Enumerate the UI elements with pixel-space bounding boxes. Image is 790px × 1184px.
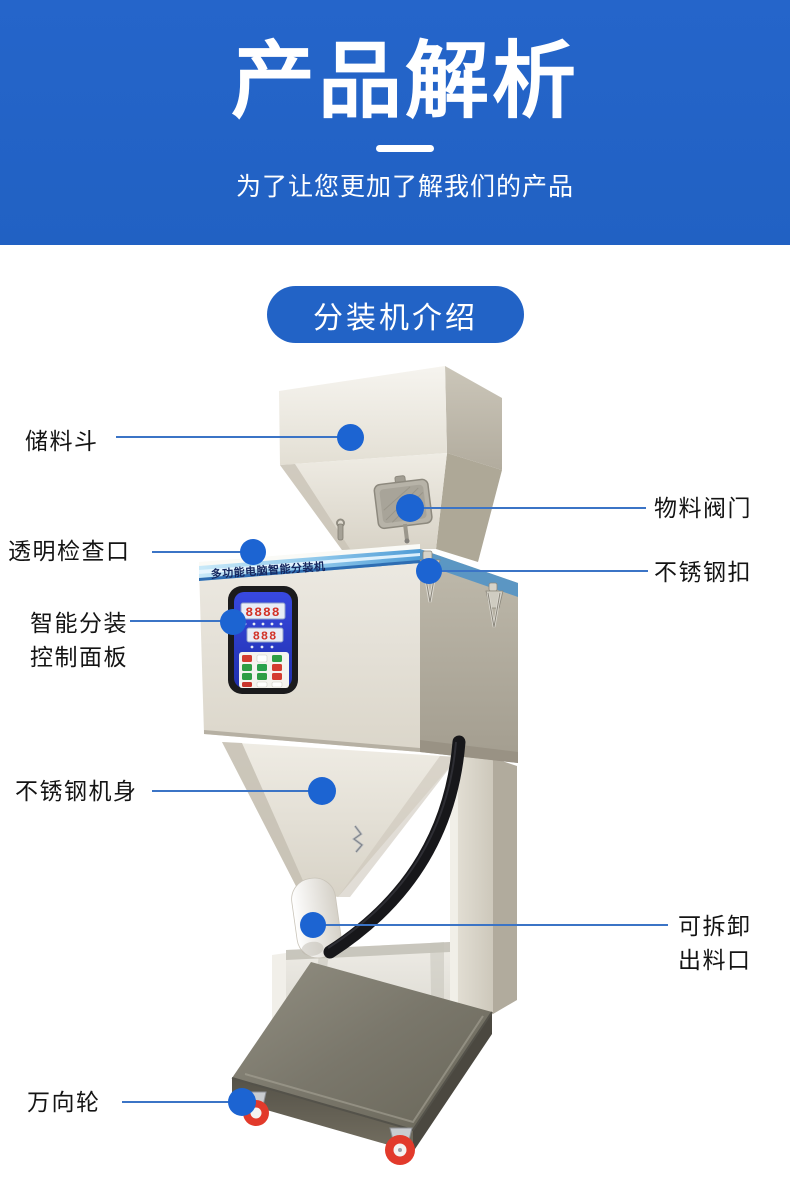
machine-body: 多功能电脑智能分装机 8888 888 xyxy=(199,544,518,763)
callout-line-inspection-window xyxy=(152,551,245,553)
callout-dot-smart-panel xyxy=(220,609,246,635)
callout-dot-detachable-outlet xyxy=(300,912,326,938)
callout-label-caster-wheel: 万向轮 xyxy=(27,1089,101,1115)
storage-hopper xyxy=(279,366,502,562)
callout-line-storage-hopper xyxy=(116,436,344,438)
callout-dot-steel-body xyxy=(308,777,336,805)
callout-label-steel-buckle: 不锈钢扣 xyxy=(654,559,752,585)
callout-label-storage-hopper: 储料斗 xyxy=(25,428,99,454)
hinge-pin xyxy=(336,518,345,541)
callout-label-smart-panel: 智能分装 控制面板 xyxy=(30,610,128,670)
display-secondary: 888 xyxy=(253,630,278,644)
callout-label-inspection-window: 透明检查口 xyxy=(8,538,131,564)
callout-line-detachable-outlet xyxy=(325,924,668,926)
callout-line-smart-panel xyxy=(130,620,226,622)
support-column xyxy=(450,755,517,1032)
callout-line-steel-buckle xyxy=(440,570,648,572)
callout-label-detachable-outlet: 可拆卸 出料口 xyxy=(678,913,752,973)
brand-stripe: 多功能电脑智能分装机 xyxy=(199,549,518,597)
control-panel: 8888 888 xyxy=(228,586,298,694)
title-divider xyxy=(376,145,434,153)
callout-line-steel-body xyxy=(152,790,315,792)
keypad xyxy=(239,652,289,688)
callout-dot-material-valve xyxy=(396,494,424,522)
base-platform xyxy=(231,962,493,1152)
callout-line-caster-wheel xyxy=(122,1101,235,1103)
lower-funnel xyxy=(222,742,458,897)
callout-dot-steel-buckle xyxy=(416,558,442,584)
strap xyxy=(323,735,466,959)
callout-dot-storage-hopper xyxy=(337,424,364,451)
callout-line-material-valve xyxy=(420,507,646,509)
section-badge: 分装机介绍 xyxy=(267,286,524,343)
indicator-dots-row2 xyxy=(250,645,274,649)
page-title: 产品解析 xyxy=(230,34,579,128)
callout-dot-caster-wheel xyxy=(228,1088,256,1116)
callout-label-material-valve: 物料阀门 xyxy=(654,495,752,521)
callout-dot-inspection-window xyxy=(240,539,266,565)
callout-label-steel-body: 不锈钢机身 xyxy=(15,778,138,804)
header-content: 产品解析 为了让您更加了解我们的产品 xyxy=(10,0,790,203)
page-subtitle: 为了让您更加了解我们的产品 xyxy=(235,173,574,202)
header-banner: 产品解析 为了让您更加了解我们的产品 xyxy=(0,0,790,245)
display-primary: 8888 xyxy=(245,605,280,620)
